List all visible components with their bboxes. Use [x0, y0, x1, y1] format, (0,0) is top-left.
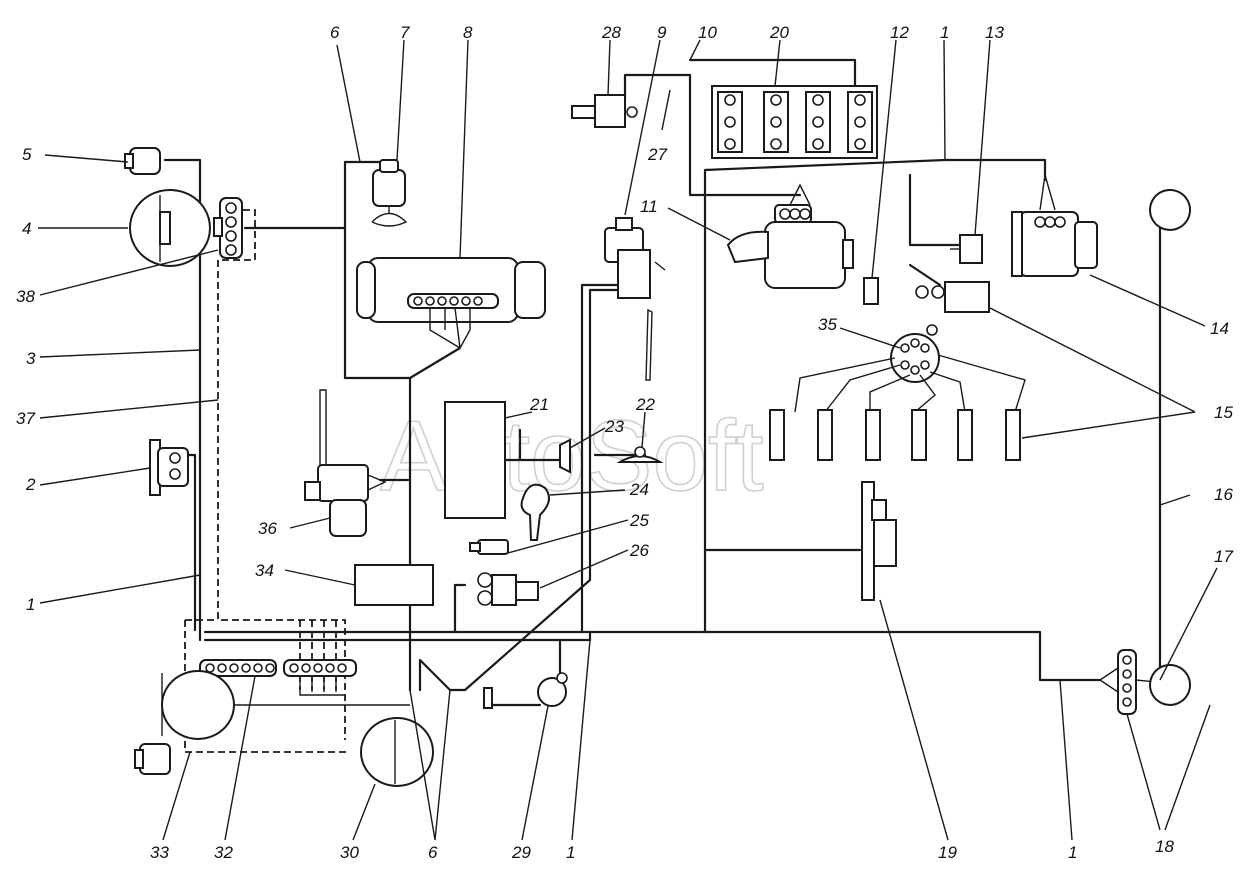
- terminal-block-front: [213, 197, 243, 259]
- headlamp-left: [129, 188, 211, 267]
- label-18: 18: [1155, 837, 1174, 856]
- gauge-sensor: [559, 438, 571, 474]
- label-28: 28: [601, 23, 621, 42]
- label-25: 25: [629, 511, 649, 530]
- label-32: 32: [214, 843, 233, 862]
- watermark: AutoSoft: [380, 400, 764, 512]
- ignition-coil: [915, 281, 990, 336]
- ignition-key: [520, 483, 550, 541]
- label-1a: 1: [26, 595, 35, 614]
- label-14: 14: [1210, 319, 1229, 338]
- label-10: 10: [698, 23, 717, 42]
- rear-lamp-top: [1149, 189, 1191, 231]
- temperature-sensor: [950, 234, 983, 264]
- label-34: 34: [255, 561, 274, 580]
- label-29: 29: [511, 843, 531, 862]
- label-6b: 6: [428, 843, 438, 862]
- label-13: 13: [985, 23, 1004, 42]
- ground-switch: [571, 94, 638, 128]
- distributor: [794, 333, 1026, 413]
- label-17: 17: [1214, 547, 1233, 566]
- label-36: 36: [258, 519, 277, 538]
- label-9: 9: [657, 23, 667, 42]
- label-3: 3: [26, 349, 36, 368]
- heater-unit: [356, 257, 546, 349]
- label-6a: 6: [330, 23, 340, 42]
- generator: [1011, 174, 1098, 277]
- label-24: 24: [629, 480, 649, 499]
- label-26: 26: [629, 541, 649, 560]
- instrument-panel: [444, 401, 506, 519]
- label-1c: 1: [566, 843, 575, 862]
- label-1d: 1: [1068, 843, 1077, 862]
- label-37: 37: [16, 409, 35, 428]
- label-4: 4: [22, 219, 31, 238]
- switch: [616, 446, 664, 463]
- starter-motor: [726, 183, 854, 289]
- panel-19: [861, 481, 897, 601]
- side-lamp-left: [124, 147, 161, 175]
- socket-29: [483, 672, 568, 709]
- label-30: 30: [340, 843, 359, 862]
- label-22: 22: [635, 395, 655, 414]
- battery-pack: [711, 85, 878, 159]
- spark-plugs: [769, 409, 1021, 461]
- sensor-12: [863, 277, 879, 305]
- label-1b: 1: [940, 23, 949, 42]
- label-15: 15: [1214, 403, 1233, 422]
- brake-light-switch: [477, 572, 539, 606]
- rear-lamp-right: [1149, 664, 1191, 706]
- label-35: 35: [818, 315, 837, 334]
- label-38: 38: [16, 287, 35, 306]
- pressure-sensor: [469, 539, 509, 555]
- relay-box: [354, 564, 434, 606]
- label-11: 11: [640, 197, 658, 216]
- wiper-motor-right: [604, 217, 666, 381]
- label-19: 19: [938, 843, 957, 862]
- heater-fan-motor: [371, 159, 408, 227]
- label-27: 27: [647, 145, 667, 164]
- brake-lamp-left: [134, 743, 171, 775]
- label-23: 23: [604, 417, 624, 436]
- callout-labels: 5 4 38 3 37 2 1 6 7 8 28 9 10 20 12 1 13…: [16, 23, 1233, 862]
- label-7: 7: [400, 23, 410, 42]
- tail-lamp-left: [161, 670, 235, 740]
- main-harness: [163, 58, 1192, 707]
- label-16: 16: [1214, 485, 1233, 504]
- label-20: 20: [769, 23, 789, 42]
- label-33: 33: [150, 843, 169, 862]
- label-2: 2: [25, 475, 36, 494]
- label-8: 8: [463, 23, 473, 42]
- horn: [149, 439, 189, 496]
- terminal-strip: [199, 659, 357, 696]
- wiper-motor-left: [304, 389, 387, 537]
- label-5: 5: [22, 145, 32, 164]
- label-21: 21: [529, 395, 549, 414]
- label-12: 12: [890, 23, 909, 42]
- dashed-harness: [184, 209, 350, 753]
- rear-lamp-center: [360, 717, 434, 787]
- leader-lines: [38, 39, 1218, 841]
